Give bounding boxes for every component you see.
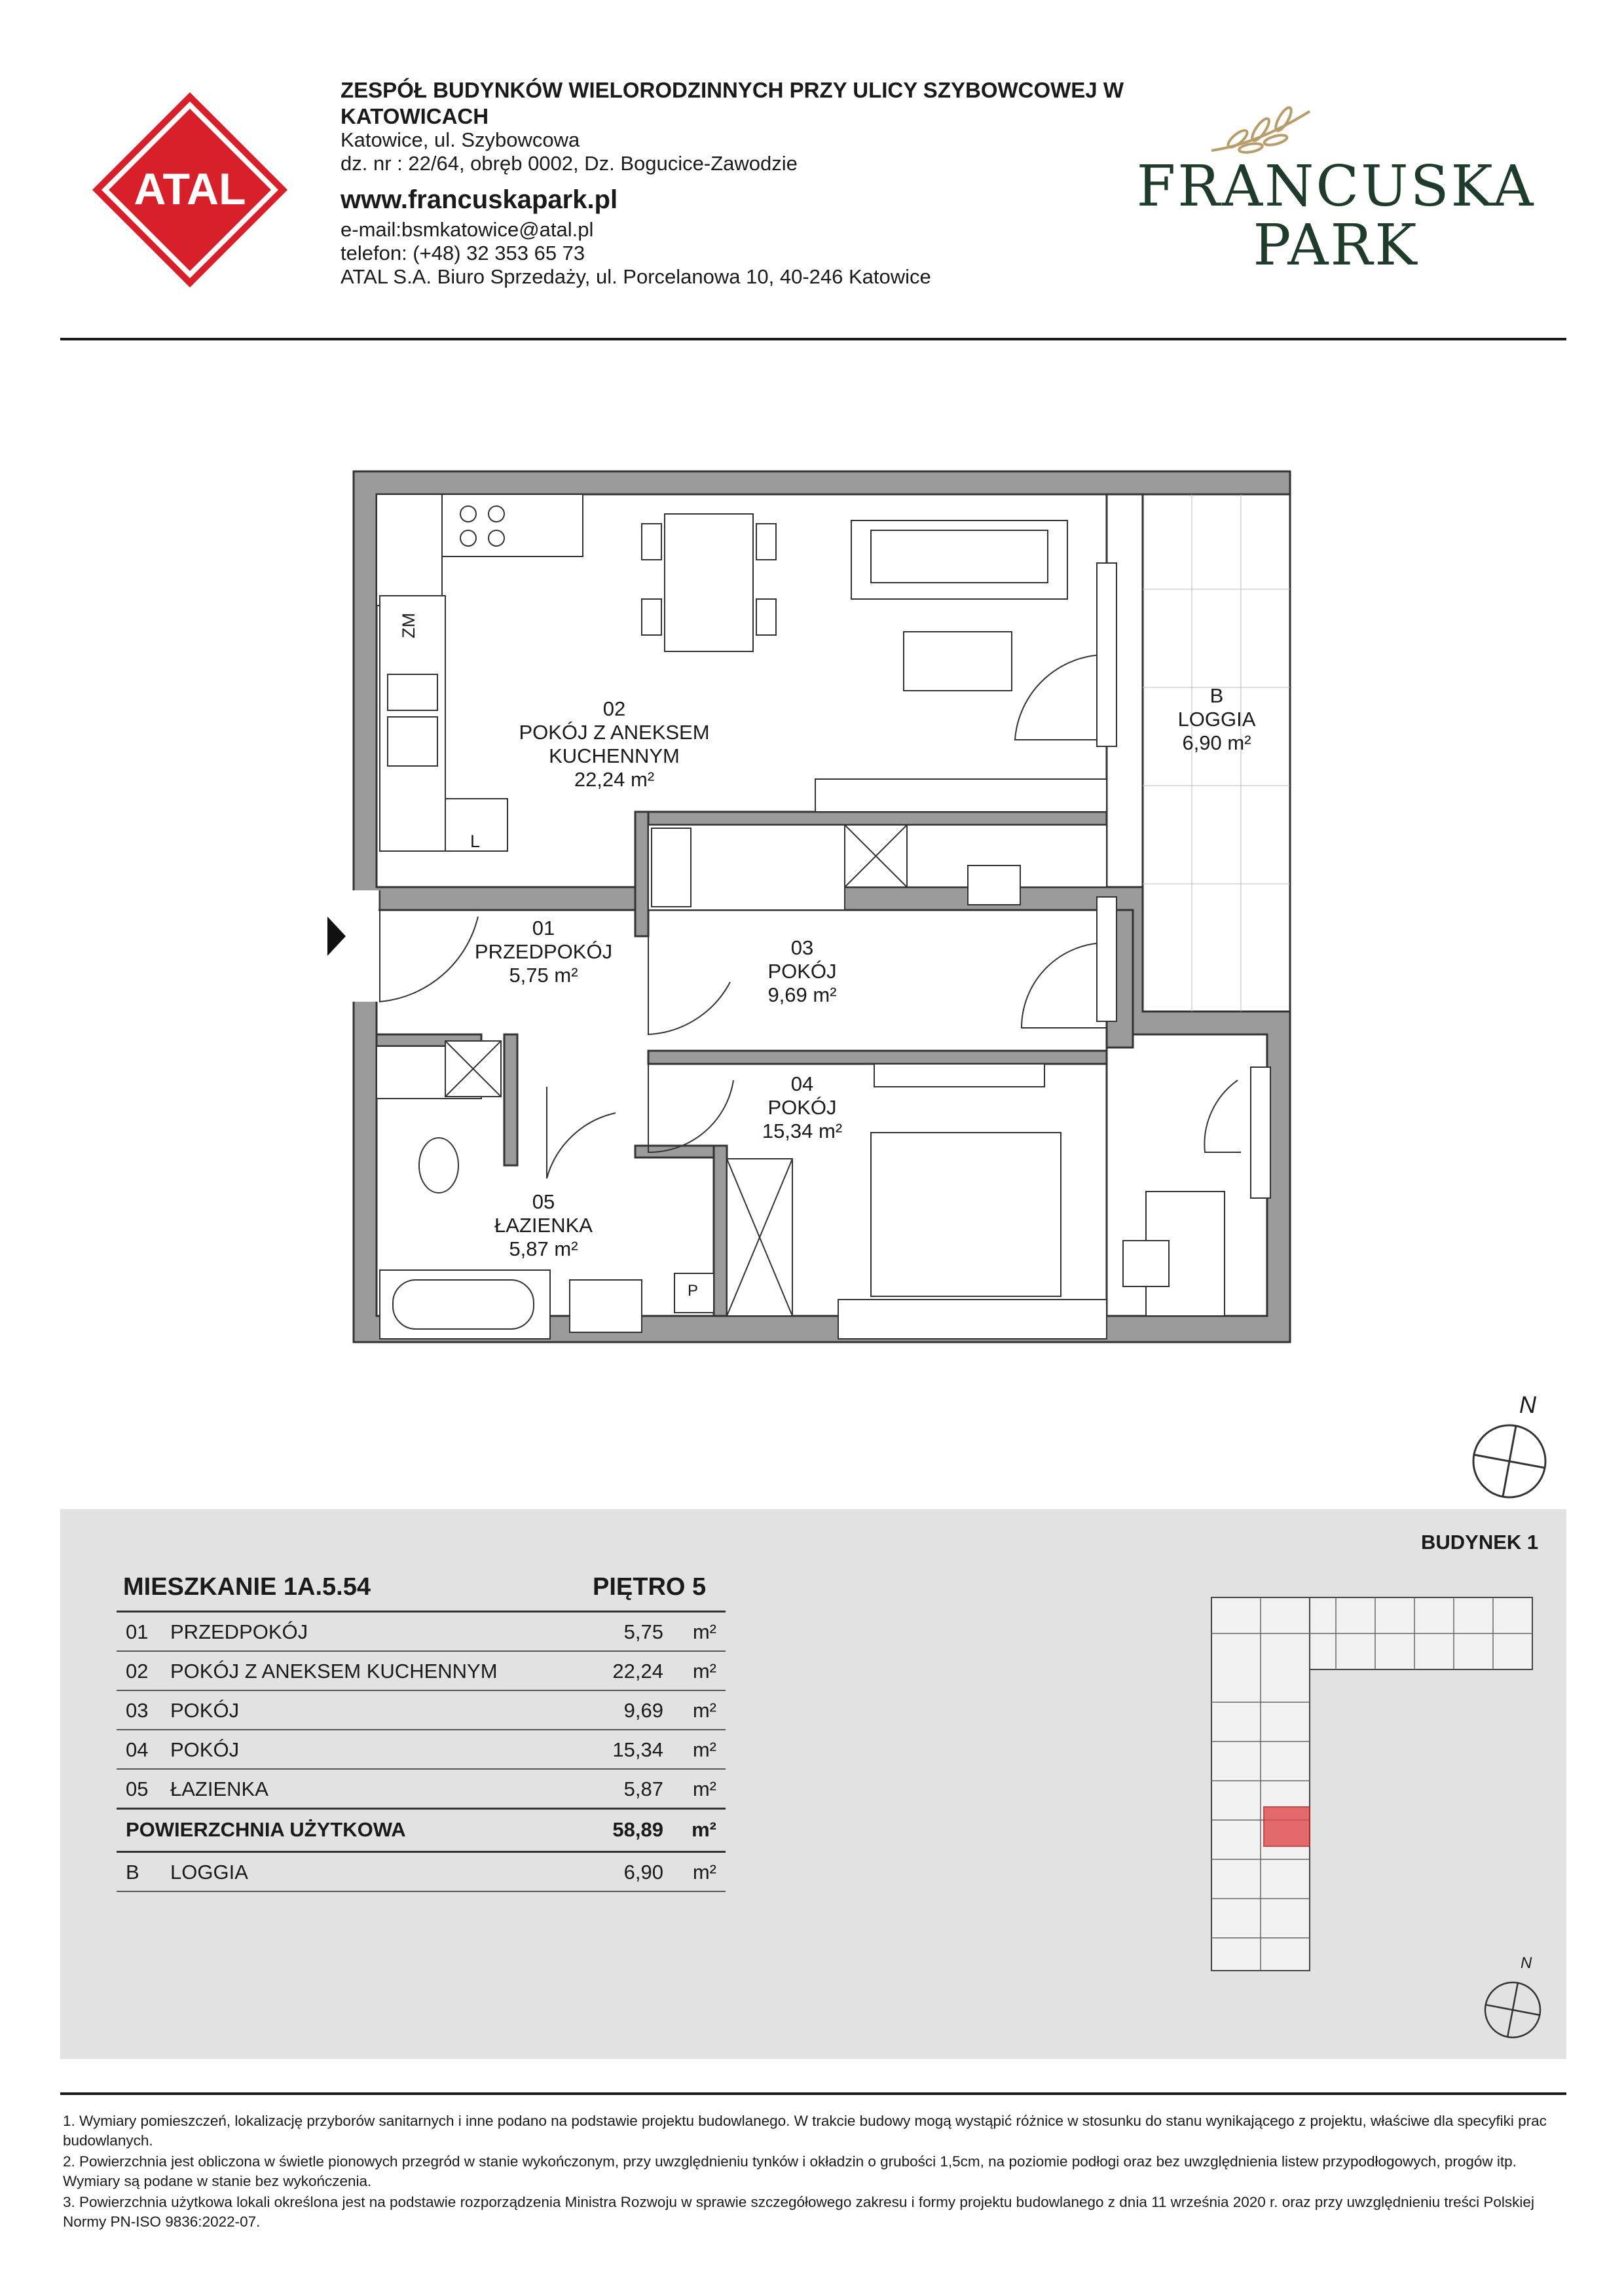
plot-line: dz. nr : 22/64, obręb 0002, Dz. Bogucice… <box>341 152 798 175</box>
compass-icon <box>1484 1981 1541 2039</box>
email-line[interactable]: e-mail:bsmkatowice@atal.pl <box>341 218 594 241</box>
room-no: 01 <box>532 917 555 939</box>
brand-name-line2: PARK <box>1253 213 1419 278</box>
room-name: KUCHENNYM <box>549 744 680 767</box>
phone-line: telefon: (+48) 32 353 65 73 <box>341 242 585 264</box>
row-value: 5,75 <box>623 1620 663 1643</box>
row-no: 02 <box>126 1660 149 1683</box>
room-03-label: 03 POKÓJ 9,69 m² <box>671 936 933 1007</box>
floor-title: PIĘTRO 5 <box>593 1573 707 1601</box>
footnote-2: 2. Powierzchnia jest obliczona w świetle… <box>63 2153 1517 2189</box>
row-name: ŁAZIENKA <box>170 1777 268 1800</box>
room-area: 5,87 m² <box>509 1237 578 1260</box>
row-value: 15,34 <box>612 1738 663 1761</box>
room-area: 9,69 m² <box>767 983 837 1006</box>
building-label: BUDYNEK 1 <box>1421 1531 1539 1554</box>
fixture-fridge-label: ZM <box>398 613 418 638</box>
row-unit: m² <box>692 1620 716 1643</box>
room-name: PRZEDPOKÓJ <box>474 940 613 963</box>
floor-plan: ZM L P 02 POKÓJ Z ANEKSEM KUCHENNYM 22,2… <box>327 458 1310 1375</box>
row-unit: m² <box>692 1738 716 1761</box>
room-no: 04 <box>790 1072 814 1095</box>
laurel-icon <box>1211 106 1311 154</box>
footer-divider <box>60 2092 1566 2095</box>
apartment-title: MIESZKANIE 1A.5.54 <box>123 1573 371 1601</box>
table-row: 02 POKÓJ Z ANEKSEM KUCHENNYM 22,24 m² <box>117 1652 726 1691</box>
project-title: ZESPÓŁ BUDYNKÓW WIELORODZINNYCH PRZY ULI… <box>341 78 1124 128</box>
footnote-1: 1. Wymiary pomieszczeń, lokalizację przy… <box>63 2113 1547 2149</box>
row-value: 22,24 <box>612 1660 663 1683</box>
brand-name-line1: FRANCUSKA <box>1136 154 1536 219</box>
fixture-boiler-label: P <box>688 1282 699 1300</box>
fixture-l-label: L <box>470 831 481 851</box>
row-no: 01 <box>126 1620 149 1643</box>
total-row: POWIERZCHNIA UŻYTKOWA 58,89 m² <box>117 1810 726 1853</box>
room-area: 15,34 m² <box>762 1120 843 1142</box>
footnote-3: 3. Powierzchnia użytkowa lokali określon… <box>63 2194 1534 2230</box>
table-row: 05 ŁAZIENKA 5,87 m² <box>117 1770 726 1810</box>
room-b-label: B LOGGIA 6,90 m² <box>1086 684 1348 755</box>
logo-text: ATAL <box>134 164 246 214</box>
room-no: B <box>1209 684 1224 707</box>
table-row: 04 POKÓJ 15,34 m² <box>117 1730 726 1770</box>
row-name: POKÓJ <box>170 1699 240 1722</box>
row-no: 04 <box>126 1738 149 1761</box>
row-unit: m² <box>692 1660 716 1683</box>
building-key-plan <box>1211 1597 1533 1971</box>
table-row: 03 POKÓJ 9,69 m² <box>117 1691 726 1730</box>
row-unit: m² <box>692 1861 716 1884</box>
row-no: 05 <box>126 1777 149 1800</box>
row-unit: m² <box>692 1777 716 1800</box>
room-name: LOGGIA <box>1177 708 1256 731</box>
room-name: POKÓJ Z ANEKSEM <box>519 721 710 744</box>
address-line: Katowice, ul. Szybowcowa <box>341 128 580 151</box>
room-name: POKÓJ <box>767 1096 837 1119</box>
table-row: 01 PRZEDPOKÓJ 5,75 m² <box>117 1613 726 1652</box>
compass-north-label: N <box>1519 1391 1536 1418</box>
row-unit: m² <box>692 1699 716 1722</box>
row-name: LOGGIA <box>170 1861 248 1884</box>
compass-icon <box>1472 1424 1547 1499</box>
room-02-label: 02 POKÓJ Z ANEKSEM KUCHENNYM 22,24 m² <box>483 697 745 792</box>
website-link[interactable]: www.francuskapark.pl <box>341 185 618 214</box>
header-divider <box>60 338 1566 340</box>
room-name: POKÓJ <box>767 960 837 983</box>
compass-north-label: N <box>1521 1954 1532 1972</box>
row-name: PRZEDPOKÓJ <box>170 1620 308 1643</box>
room-area: 6,90 m² <box>1182 731 1251 754</box>
room-no: 02 <box>602 697 626 720</box>
apartment-highlight <box>1263 1806 1310 1847</box>
row-name: POKÓJ Z ANEKSEM KUCHENNYM <box>170 1660 498 1683</box>
room-05-label: 05 ŁAZIENKA 5,87 m² <box>413 1190 674 1261</box>
room-01-label: 01 PRZEDPOKÓJ 5,75 m² <box>413 917 674 987</box>
row-no: B <box>126 1861 139 1884</box>
office-line: ATAL S.A. Biuro Sprzedaży, ul. Porcelano… <box>341 265 931 288</box>
row-no: 03 <box>126 1699 149 1722</box>
room-04-label: 04 POKÓJ 15,34 m² <box>671 1072 933 1143</box>
floor-plan-drawing <box>327 470 1291 1343</box>
table-top-rule <box>117 1611 726 1613</box>
row-value: 6,90 <box>623 1861 663 1884</box>
room-no: 05 <box>532 1190 555 1213</box>
total-unit: m² <box>692 1818 716 1841</box>
atal-logo: ATAL <box>92 92 288 288</box>
row-value: 9,69 <box>623 1699 663 1722</box>
total-name: POWIERZCHNIA UŻYTKOWA <box>126 1818 406 1841</box>
total-value: 58,89 <box>612 1818 663 1841</box>
loggia-row: B LOGGIA 6,90 m² <box>117 1853 726 1892</box>
row-value: 5,87 <box>623 1777 663 1800</box>
room-area: 22,24 m² <box>574 768 655 791</box>
room-no: 03 <box>790 936 814 959</box>
row-name: POKÓJ <box>170 1738 240 1761</box>
room-name: ŁAZIENKA <box>494 1214 593 1237</box>
room-area: 5,75 m² <box>509 964 578 987</box>
